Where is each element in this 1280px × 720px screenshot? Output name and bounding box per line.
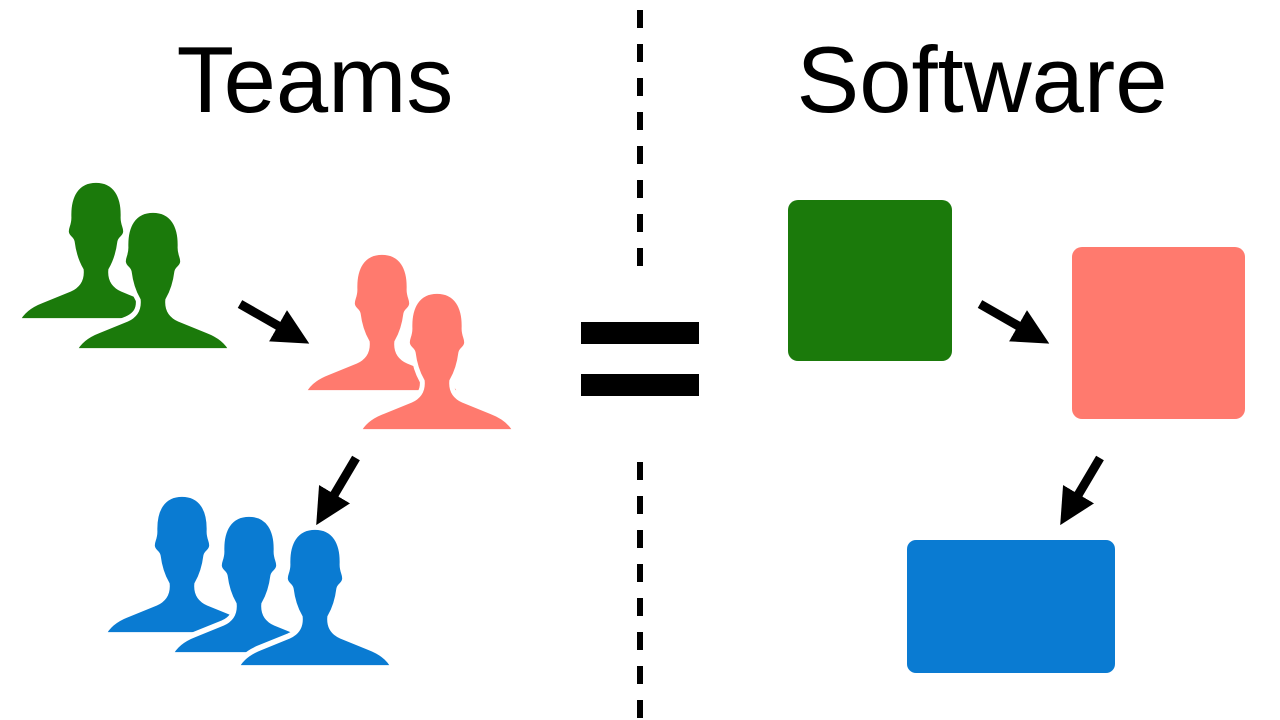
arrow-icon xyxy=(316,455,360,526)
software-title: Software xyxy=(797,27,1168,132)
team-2 xyxy=(303,252,515,432)
arrow-icon xyxy=(977,300,1050,344)
arrow-icon xyxy=(237,300,310,344)
team-1 xyxy=(17,180,231,351)
arrow-icon xyxy=(1060,455,1104,526)
software-module-1 xyxy=(788,200,952,361)
equals-sign xyxy=(581,322,699,396)
teams-title: Teams xyxy=(177,27,454,132)
software-module-2 xyxy=(1072,247,1245,419)
team-3 xyxy=(103,494,393,668)
software-module-3 xyxy=(907,540,1115,673)
